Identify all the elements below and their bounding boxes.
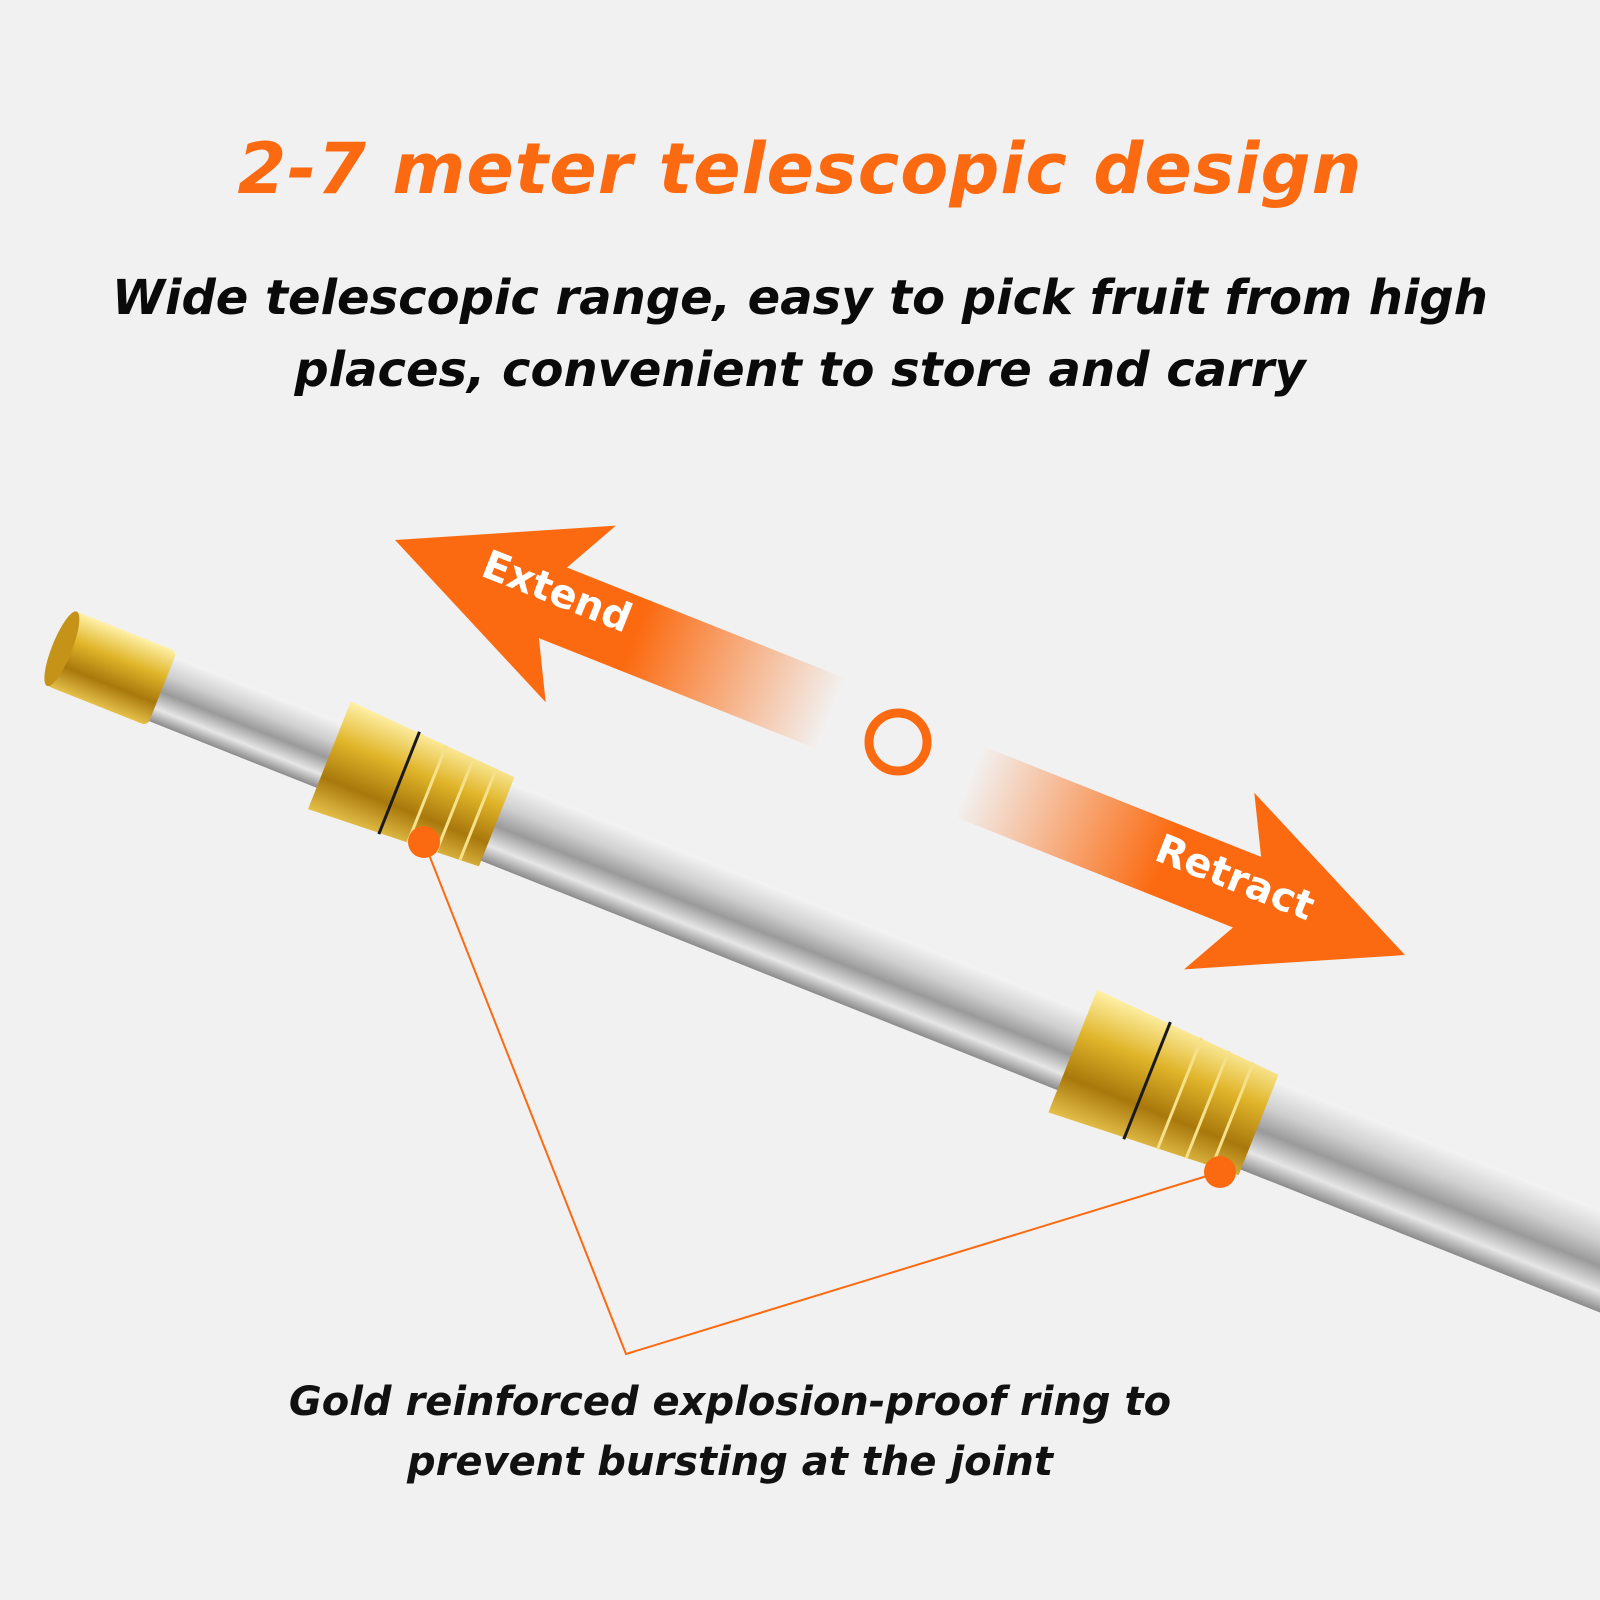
center-circle-icon <box>864 708 932 776</box>
callout-dot-2 <box>1204 1156 1236 1188</box>
retract-arrow <box>954 745 1405 970</box>
callout-lines <box>408 826 1236 1356</box>
pole <box>44 611 1600 1362</box>
headline: 2-7 meter telescopic design <box>237 128 1363 210</box>
gold-ring-1 <box>308 701 515 867</box>
gold-ring-2 <box>1048 989 1279 1176</box>
subheadline: Wide telescopic range, easy to pick frui… <box>112 270 1488 398</box>
callout-dot-1 <box>408 826 440 858</box>
end-cap <box>44 611 176 725</box>
ring-callout-text: Gold reinforced explosion-proof ring to … <box>288 1379 1172 1485</box>
extend-arrow <box>395 525 846 750</box>
